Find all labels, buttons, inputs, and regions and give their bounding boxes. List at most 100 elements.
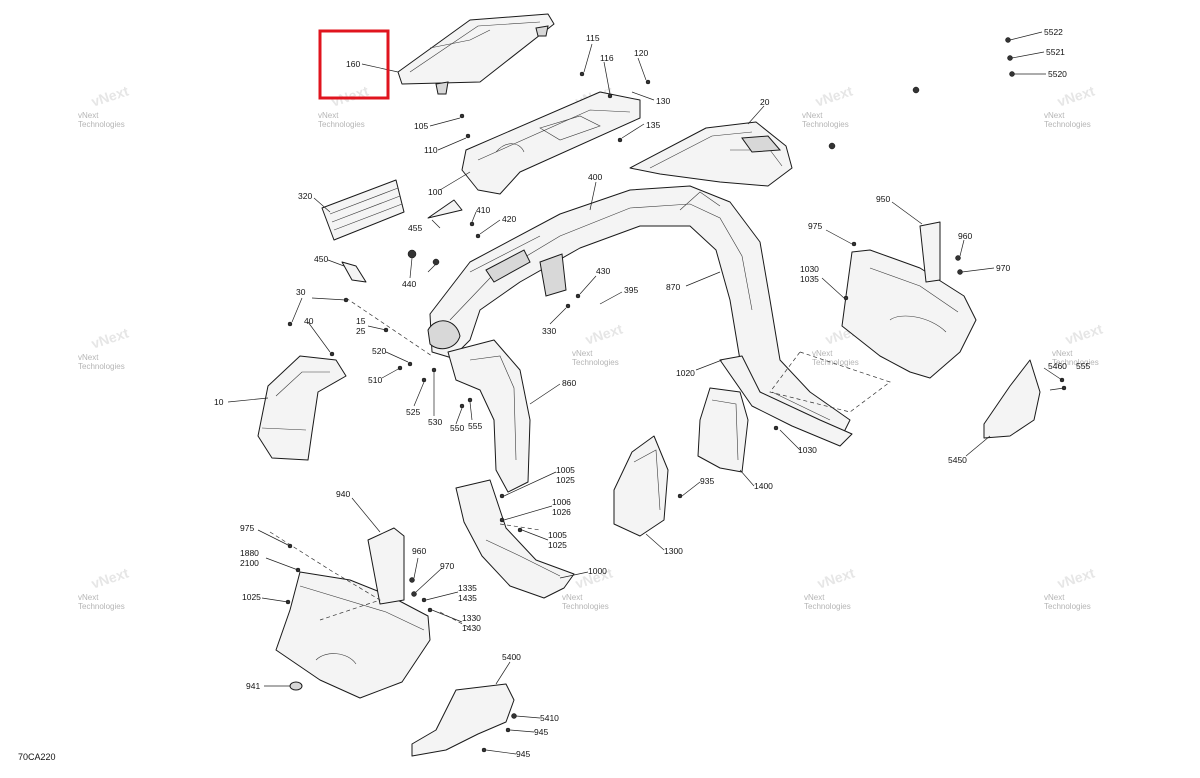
part-dash-support <box>461 91 641 195</box>
callout-970-left[interactable]: 970 <box>440 561 454 571</box>
part-main-frame <box>427 185 851 441</box>
callout-450[interactable]: 450 <box>314 254 328 264</box>
callout-5400[interactable]: 5400 <box>502 652 521 662</box>
callout-1026[interactable]: 1026 <box>552 507 571 517</box>
part-side-panel <box>629 121 793 187</box>
part-front-panel <box>257 355 347 461</box>
callout-1030-bottom[interactable]: 1030 <box>798 445 817 455</box>
callout-40[interactable]: 40 <box>304 316 314 326</box>
callout-940[interactable]: 940 <box>336 489 350 499</box>
callout-120[interactable]: 120 <box>634 48 648 58</box>
callout-15[interactable]: 15 <box>356 316 366 326</box>
watermark-line2: Technologies <box>78 120 125 129</box>
callout-130[interactable]: 130 <box>656 96 670 106</box>
callout-1430[interactable]: 1430 <box>462 623 481 633</box>
watermark-line2: Technologies <box>804 602 851 611</box>
part-plug-941 <box>289 681 303 691</box>
callout-1005-top[interactable]: 1005 <box>556 465 575 475</box>
callout-1000[interactable]: 1000 <box>588 566 607 576</box>
callout-970-right[interactable]: 970 <box>996 263 1010 273</box>
callout-550[interactable]: 550 <box>450 423 464 433</box>
callout-1025-bottom[interactable]: 1025 <box>548 540 567 550</box>
callout-525[interactable]: 525 <box>406 407 420 417</box>
callout-5460[interactable]: 5460 <box>1048 361 1067 371</box>
watermark-line2: Technologies <box>78 362 125 371</box>
watermark-4: vNext vNext Technologies <box>802 82 855 129</box>
callout-440[interactable]: 440 <box>402 279 416 289</box>
callout-5522[interactable]: 5522 <box>1044 27 1063 37</box>
callout-2100[interactable]: 2100 <box>240 558 259 568</box>
callout-110[interactable]: 110 <box>424 145 438 155</box>
callout-5410[interactable]: 5410 <box>540 713 559 723</box>
callout-1020[interactable]: 1020 <box>676 368 695 378</box>
callout-25[interactable]: 25 <box>356 326 366 336</box>
callout-455[interactable]: 455 <box>408 223 422 233</box>
part-right-shield <box>983 359 1041 439</box>
watermark-bg: vNext <box>89 564 131 591</box>
callout-100[interactable]: 100 <box>428 187 442 197</box>
fasteners <box>285 37 1067 753</box>
part-top-cover <box>397 13 555 95</box>
callout-116[interactable]: 116 <box>600 53 614 63</box>
callout-320[interactable]: 320 <box>298 191 312 201</box>
callout-1435[interactable]: 1435 <box>458 593 477 603</box>
callout-960-right[interactable]: 960 <box>958 231 972 241</box>
callout-1335[interactable]: 1335 <box>458 583 477 593</box>
callout-20[interactable]: 20 <box>760 97 770 107</box>
watermark-bg: vNext <box>813 82 855 109</box>
callout-935[interactable]: 935 <box>700 476 714 486</box>
callout-510[interactable]: 510 <box>368 375 382 385</box>
callout-555-left[interactable]: 555 <box>468 421 482 431</box>
callout-395[interactable]: 395 <box>624 285 638 295</box>
callout-1025-left[interactable]: 1025 <box>242 592 261 602</box>
callout-975-left[interactable]: 975 <box>240 523 254 533</box>
watermark-bg: vNext <box>89 82 131 109</box>
callout-1300[interactable]: 1300 <box>664 546 683 556</box>
callout-5520[interactable]: 5520 <box>1048 69 1067 79</box>
part-right-floor <box>719 355 853 447</box>
callout-860[interactable]: 860 <box>562 378 576 388</box>
callout-1025-top[interactable]: 1025 <box>556 475 575 485</box>
callout-5521[interactable]: 5521 <box>1046 47 1065 57</box>
callout-950[interactable]: 950 <box>876 194 890 204</box>
callout-1880[interactable]: 1880 <box>240 548 259 558</box>
callout-1005-bottom[interactable]: 1005 <box>548 530 567 540</box>
callout-1006[interactable]: 1006 <box>552 497 571 507</box>
callout-30[interactable]: 30 <box>296 287 306 297</box>
watermark-line2: Technologies <box>1044 120 1091 129</box>
callout-1035[interactable]: 1035 <box>800 274 819 284</box>
callout-420[interactable]: 420 <box>502 214 516 224</box>
callout-945-lower[interactable]: 945 <box>516 749 530 759</box>
callout-135[interactable]: 135 <box>646 120 660 130</box>
callout-400[interactable]: 400 <box>588 172 602 182</box>
callout-5450[interactable]: 5450 <box>948 455 967 465</box>
callout-975-right[interactable]: 975 <box>808 221 822 231</box>
part-right-tray <box>841 221 977 379</box>
watermark-line2: Technologies <box>1052 358 1099 367</box>
callout-945-upper[interactable]: 945 <box>534 727 548 737</box>
watermark-line2: Technologies <box>1044 602 1091 611</box>
part-panel-1400 <box>697 387 749 473</box>
callout-870[interactable]: 870 <box>666 282 680 292</box>
callout-105[interactable]: 105 <box>414 121 428 131</box>
callout-520[interactable]: 520 <box>372 346 386 356</box>
watermark-1: vNext vNext Technologies <box>78 82 131 129</box>
part-small-plate-455 <box>427 199 463 219</box>
callout-530[interactable]: 530 <box>428 417 442 427</box>
callout-330[interactable]: 330 <box>542 326 556 336</box>
callout-1330[interactable]: 1330 <box>462 613 481 623</box>
callout-430[interactable]: 430 <box>596 266 610 276</box>
callout-1030-top[interactable]: 1030 <box>800 264 819 274</box>
callout-960-left[interactable]: 960 <box>412 546 426 556</box>
watermark-bg: vNext <box>1063 320 1105 347</box>
callout-10[interactable]: 10 <box>214 397 224 407</box>
watermark-line2: Technologies <box>802 120 849 129</box>
callout-941[interactable]: 941 <box>246 681 260 691</box>
callout-160[interactable]: 160 <box>346 59 360 69</box>
callout-410[interactable]: 410 <box>476 205 490 215</box>
callout-115[interactable]: 115 <box>586 33 600 43</box>
watermark-5: vNext vNext Technologies <box>1044 82 1097 129</box>
callout-1400[interactable]: 1400 <box>754 481 773 491</box>
callout-555-right[interactable]: 555 <box>1076 361 1090 371</box>
